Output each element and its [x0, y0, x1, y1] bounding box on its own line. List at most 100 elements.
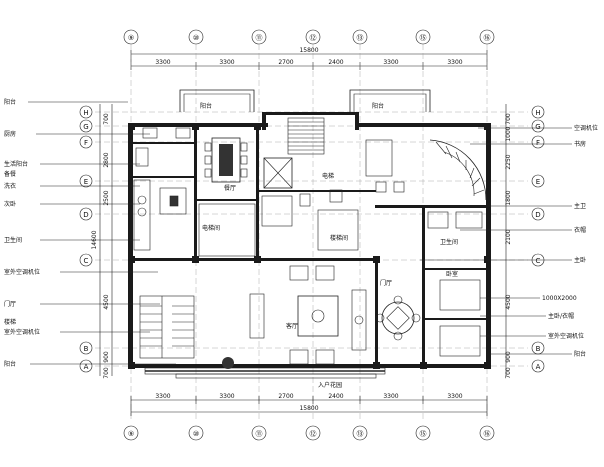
grid-bubbles-top: ⑨ ⑩ ⑪ ⑫ ⑬ ⑮ ⑯	[123, 29, 495, 45]
grid-bubble: ⑮	[415, 29, 431, 45]
grid-bubble: D	[79, 207, 93, 221]
grid-bubble: F	[531, 135, 545, 149]
svg-text:G: G	[83, 123, 88, 131]
svg-text:⑯: ⑯	[484, 430, 491, 438]
callout: 阳台	[574, 350, 586, 358]
dim-span: 3300	[447, 59, 462, 66]
svg-text:B: B	[536, 345, 541, 353]
svg-text:⑬: ⑬	[357, 430, 364, 438]
dim-span: 4500	[505, 294, 512, 309]
room-label-elevator: 电梯	[322, 172, 334, 180]
svg-text:A: A	[536, 363, 541, 371]
grid-bubble: A	[79, 359, 93, 373]
svg-text:⑪: ⑪	[256, 34, 263, 42]
svg-text:⑯: ⑯	[484, 34, 491, 42]
dim-span: 2700	[278, 393, 293, 400]
callout: 门厅	[4, 300, 16, 308]
grid-bubbles-right: H G F E D C B A	[531, 105, 545, 373]
entry-shelf	[351, 289, 367, 351]
callout: 阳台	[4, 98, 16, 106]
callout: 室外空调机位	[4, 328, 40, 336]
grid-bubble: G	[79, 119, 93, 133]
grid-bubble: A	[531, 359, 545, 373]
dim-span: 2100	[505, 229, 512, 244]
svg-text:F: F	[84, 139, 88, 147]
callout: 室外空调机位	[4, 268, 40, 276]
dim-span: 700	[505, 113, 512, 125]
svg-text:D: D	[83, 211, 88, 219]
grid-bubble: ⑩	[188, 425, 204, 441]
callout: 室外空调机位	[548, 332, 584, 340]
svg-text:G: G	[535, 123, 540, 131]
svg-text:⑨: ⑨	[128, 34, 134, 42]
svg-text:⑮: ⑮	[420, 430, 427, 438]
dim-span: 3300	[155, 59, 170, 66]
callout: 洗衣	[4, 182, 16, 190]
north-stair	[287, 117, 325, 155]
dim-total-top: 15800	[299, 47, 318, 54]
grid-lines	[95, 44, 528, 420]
grid-bubble: ⑬	[352, 29, 368, 45]
callout: 阳台	[4, 360, 16, 368]
callout: 空调机位	[574, 124, 598, 132]
dim-span: 4500	[103, 294, 110, 309]
dim-span: 2500	[103, 190, 110, 205]
dim-span: 700	[103, 367, 110, 379]
svg-text:H: H	[83, 109, 88, 117]
grid-bubble: H	[531, 105, 545, 119]
grid-bubble: ⑯	[479, 425, 495, 441]
dimension-right: 700 1000 2250 1800 2100 4500 900 700	[505, 104, 512, 379]
svg-text:C: C	[536, 257, 541, 265]
svg-text:⑮: ⑮	[420, 34, 427, 42]
grid-bubbles-left: H G F E D C B A	[79, 105, 93, 373]
grid-bubble: B	[531, 341, 545, 355]
dim-span: 2250	[505, 154, 512, 169]
room-label-stair: 楼梯间	[330, 234, 348, 242]
dining-table	[204, 137, 248, 183]
svg-text:E: E	[536, 178, 540, 186]
bottom-note: 入户花园	[318, 381, 342, 389]
living-room	[222, 265, 339, 369]
callout: 备餐	[4, 170, 16, 178]
svg-text:⑫: ⑫	[310, 34, 317, 42]
callout: 主卧/衣帽	[548, 312, 574, 320]
svg-text:⑫: ⑫	[310, 430, 317, 438]
grid-bubble: G	[531, 119, 545, 133]
callout: 次卧	[4, 200, 16, 208]
grid-bubble: ⑪	[251, 29, 267, 45]
room-label-bath: 卫生间	[440, 238, 458, 246]
dim-span: 1800	[505, 190, 512, 205]
grid-bubble: ⑪	[251, 425, 267, 441]
walls	[128, 89, 491, 369]
room-label-elevator-hall: 电梯间	[202, 224, 220, 232]
grid-bubble: F	[79, 135, 93, 149]
middle-rooms	[198, 189, 359, 257]
svg-text:A: A	[84, 363, 89, 371]
dim-span: 700	[103, 113, 110, 125]
grid-bubbles-bottom: ⑨ ⑩ ⑪ ⑫ ⑬ ⑮ ⑯	[123, 425, 495, 441]
svg-text:⑬: ⑬	[357, 34, 364, 42]
callout: 衣帽	[574, 226, 586, 234]
grid-bubble: E	[79, 174, 93, 188]
elevator	[263, 157, 293, 189]
room-label-balcony: 阳台	[200, 102, 212, 110]
callout: 生活阳台	[4, 160, 28, 168]
dim-total-bottom: 15800	[299, 405, 318, 412]
svg-text:⑨: ⑨	[128, 430, 134, 438]
room-label-dining: 餐厅	[224, 184, 236, 192]
grid-bubble: ⑬	[352, 425, 368, 441]
grid-bubble: ⑮	[415, 425, 431, 441]
west-stair	[139, 295, 195, 359]
callout: 主卫	[574, 202, 586, 210]
grid-bubble: C	[79, 253, 93, 267]
grid-bubble: E	[531, 174, 545, 188]
foyer-table	[375, 295, 421, 341]
dim-span: 3300	[447, 393, 462, 400]
room-label-living: 客厅	[286, 322, 298, 330]
svg-text:E: E	[84, 178, 88, 186]
svg-text:B: B	[84, 345, 89, 353]
svg-text:⑪: ⑪	[256, 430, 263, 438]
dim-span: 3300	[155, 393, 170, 400]
dimension-left: 14600 700 2800 2500 4500 900 700	[91, 104, 113, 379]
